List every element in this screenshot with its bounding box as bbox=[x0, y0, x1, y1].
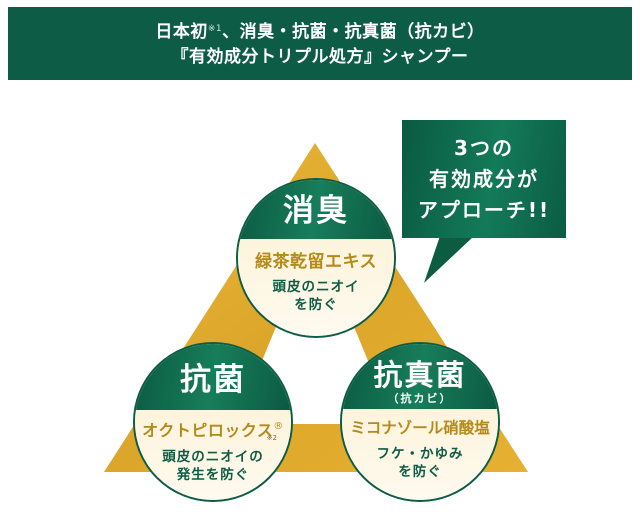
registered-mark: ® bbox=[273, 421, 284, 432]
footnote-mark-2: ※2 bbox=[266, 434, 277, 442]
circle-body: オクトピロックス® ※2 頭皮のニオイの 発生を防ぐ bbox=[135, 410, 291, 500]
circle-title: 抗菌 bbox=[180, 362, 246, 398]
antibacterial-circle: 抗菌 オクトピロックス® ※2 頭皮のニオイの 発生を防ぐ bbox=[133, 342, 293, 502]
banner-line-2: 『有効成分トリプル処方』シャンプー bbox=[171, 47, 469, 67]
bubble-line-1: 3つの bbox=[454, 135, 514, 160]
header-banner: 日本初※1、消臭・抗菌・抗真菌（抗カビ） 『有効成分トリプル処方』シャンプー bbox=[8, 7, 632, 80]
deodorant-circle: 消臭 緑茶乾留エキス 頭皮のニオイ を防ぐ bbox=[236, 178, 396, 338]
effect-line-1: 頭皮のニオイの bbox=[162, 449, 264, 465]
circle-header: 抗真菌 （抗カビ） bbox=[342, 344, 498, 409]
circle-body: 緑茶乾留エキス 頭皮のニオイ を防ぐ bbox=[238, 239, 394, 336]
ingredient-name: ミコナゾール硝酸塩 bbox=[350, 419, 490, 437]
bubble-line-3: アプローチ!! bbox=[417, 197, 551, 222]
circle-body: ミコナゾール硝酸塩 フケ・かゆみ を防ぐ bbox=[342, 409, 498, 500]
banner-text: 日本初 bbox=[155, 22, 208, 42]
ingredient-name: オクトピロックス® bbox=[135, 417, 291, 441]
banner-text: 、消臭・抗菌・抗真菌（抗カビ） bbox=[222, 22, 485, 42]
ingredient-name: 緑茶乾留エキス bbox=[255, 252, 377, 272]
antifungal-circle: 抗真菌 （抗カビ） ミコナゾール硝酸塩 フケ・かゆみ を防ぐ bbox=[340, 342, 500, 502]
circle-title: 抗真菌 bbox=[373, 358, 467, 392]
effect-line-2: を防ぐ bbox=[398, 464, 442, 480]
footnote-mark-1: ※1 bbox=[207, 24, 223, 34]
ingredient-text: オクトピロックス bbox=[142, 421, 274, 440]
circle-subtitle: （抗カビ） bbox=[387, 392, 453, 405]
banner-line-1: 日本初※1、消臭・抗菌・抗真菌（抗カビ） bbox=[155, 17, 484, 45]
effect-line-2: を防ぐ bbox=[294, 297, 338, 313]
circle-header: 抗菌 bbox=[135, 344, 291, 410]
effect-line-2: 発生を防ぐ bbox=[176, 467, 250, 483]
effect-line-1: 頭皮のニオイ bbox=[272, 279, 360, 295]
circle-header: 消臭 bbox=[238, 180, 394, 239]
bubble-line-2: 有効成分が bbox=[429, 166, 539, 191]
circle-title: 消臭 bbox=[283, 193, 349, 229]
effect-line-1: フケ・かゆみ bbox=[376, 446, 464, 462]
speech-bubble: 3つの 有効成分が アプローチ!! bbox=[402, 120, 566, 238]
